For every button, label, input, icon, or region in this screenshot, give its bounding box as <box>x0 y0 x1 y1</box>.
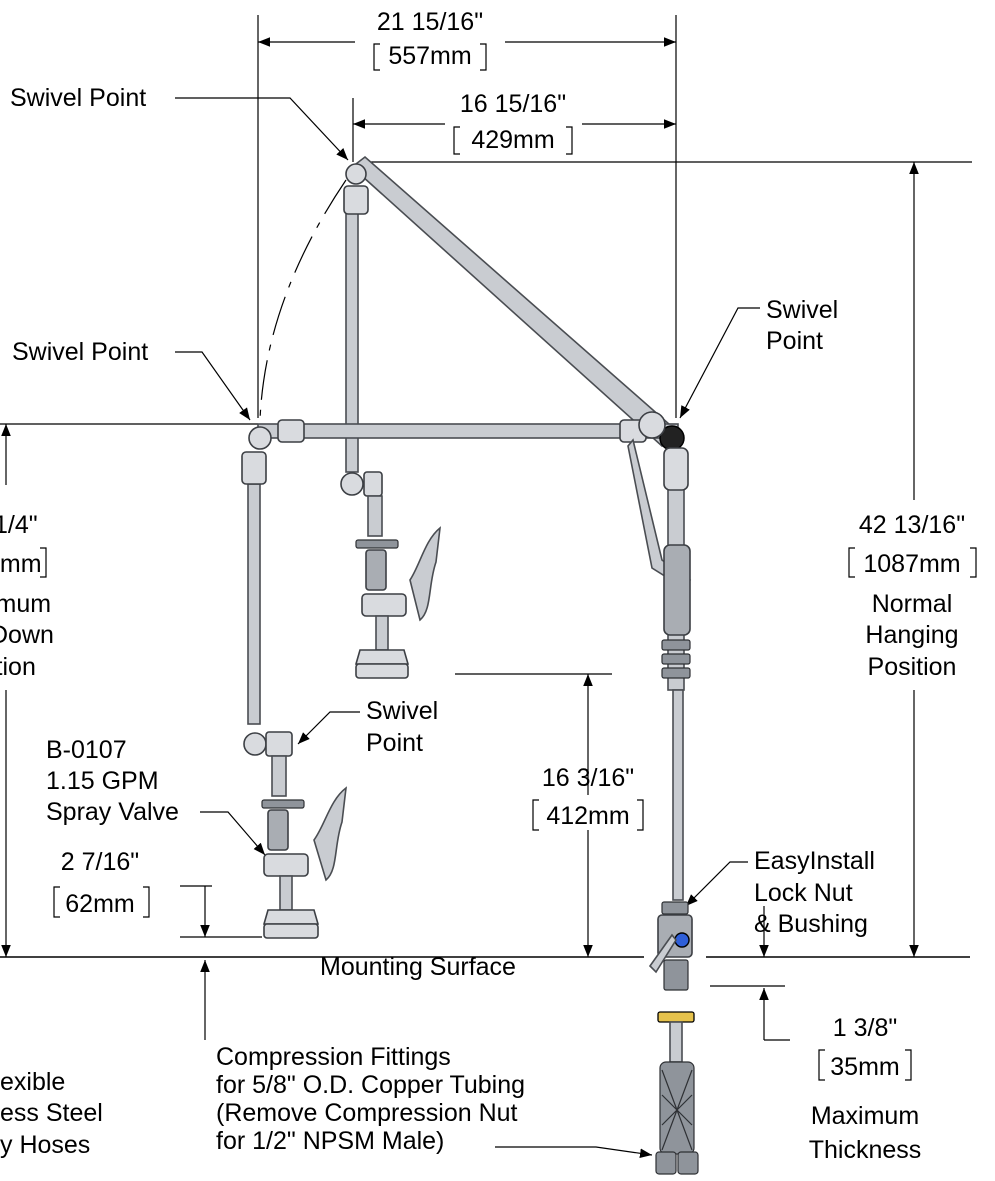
mount-thickness-note-1: Maximum <box>811 1102 919 1130</box>
dimension-lines <box>0 15 972 1041</box>
spray-valve-label-2: 1.15 GPM <box>46 767 159 795</box>
mount-thickness-note-2: Thickness <box>809 1136 922 1164</box>
dimension-texts: 21 15/16" 557mm 16 15/16" 429mm 42 13/16… <box>0 8 977 1164</box>
swivel-right-label-1: Swivel <box>766 296 838 324</box>
valve-clearance-imperial: 2 7/16" <box>61 848 139 876</box>
normal-height-imperial: 42 13/16" <box>859 511 965 539</box>
left-height-metric: 3mm <box>0 550 42 578</box>
left-height-note-3: ition <box>0 653 36 681</box>
compression-label-3: (Remove Compression Nut <box>216 1099 518 1127</box>
overall-width-imperial: 21 15/16" <box>377 8 483 36</box>
normal-height-note-2: Hanging <box>865 621 958 649</box>
mounting-surface-label: Mounting Surface <box>320 953 516 981</box>
compression-label-2: for 5/8" O.D. Copper Tubing <box>216 1071 525 1099</box>
spray-height-imperial: 16 3/16" <box>542 764 634 792</box>
swivel-mid-label-1: Swivel <box>366 697 438 725</box>
hoses-label-2: ess Steel <box>0 1099 103 1127</box>
normal-height-note-1: Normal <box>872 590 953 618</box>
arm-width-imperial: 16 15/16" <box>460 90 566 118</box>
hoses-label-3: y Hoses <box>0 1131 90 1159</box>
left-height-note-1: imum <box>0 590 51 618</box>
mount-thickness-metric: 35mm <box>830 1053 899 1081</box>
compression-label-1: Compression Fittings <box>216 1043 451 1071</box>
faucet-assembly <box>241 155 699 1175</box>
mount-thickness-imperial: 1 3/8" <box>833 1014 897 1042</box>
valve-clearance-metric: 62mm <box>65 890 134 918</box>
normal-height-note-3: Position <box>868 653 957 681</box>
overall-width-metric: 557mm <box>388 42 471 70</box>
easyinstall-label-2: Lock Nut <box>754 879 853 907</box>
swivel-left-label: Swivel Point <box>12 338 148 366</box>
hoses-label-1: exible <box>0 1068 65 1096</box>
swivel-mid-label-2: Point <box>366 729 423 757</box>
spray-valve-label-1: B-0107 <box>46 736 127 764</box>
swivel-right-label-2: Point <box>766 327 823 355</box>
swivel-top-label: Swivel Point <box>10 84 146 112</box>
easyinstall-label-1: EasyInstall <box>754 847 875 875</box>
leader-lines <box>175 97 760 1159</box>
normal-height-metric: 1087mm <box>863 550 960 578</box>
compression-label-4: for 1/2" NPSM Male) <box>216 1127 444 1155</box>
arm-width-metric: 429mm <box>471 126 554 154</box>
spray-valve-label-3: Spray Valve <box>46 798 179 826</box>
left-height-imperial: 1/4" <box>0 511 38 539</box>
easyinstall-label-3: & Bushing <box>754 910 868 938</box>
callout-texts: Swivel Point Swivel Point Swivel Point S… <box>0 84 875 1159</box>
left-height-note-2: Down <box>0 621 54 649</box>
spray-height-metric: 412mm <box>546 802 629 830</box>
